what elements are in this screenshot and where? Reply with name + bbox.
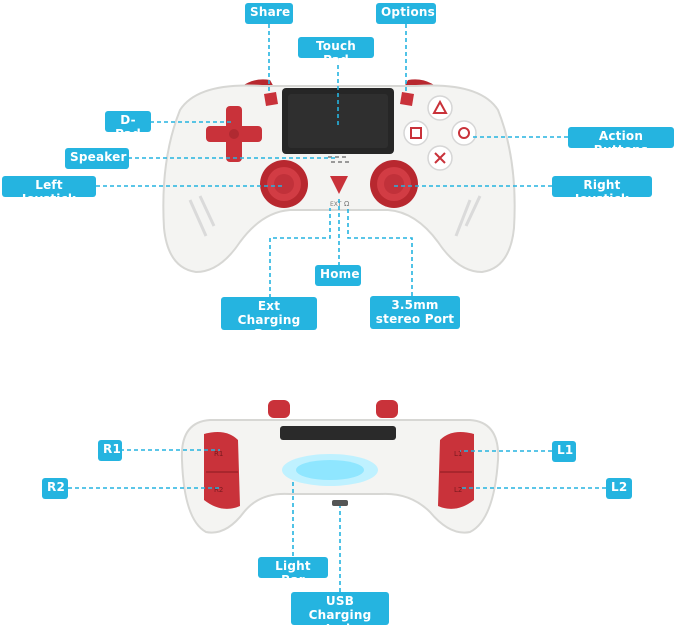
speaker-grille xyxy=(328,156,349,163)
l-triggers xyxy=(438,432,474,509)
options-button xyxy=(400,92,414,106)
controller-front-view: EXT Ω xyxy=(162,79,516,274)
home-button xyxy=(330,176,348,194)
r2-marking: R2 xyxy=(214,486,223,494)
right-joystick xyxy=(370,160,418,208)
label-r1: R1 xyxy=(98,440,122,461)
r-triggers xyxy=(204,432,240,509)
share-button xyxy=(264,92,278,106)
label-l2: L2 xyxy=(606,478,632,499)
label-action-buttons: Action Buttons xyxy=(568,127,674,157)
label-light-bar: Light Bar xyxy=(258,557,328,587)
r1-marking: R1 xyxy=(214,450,223,458)
grip-texture xyxy=(188,195,482,237)
d-pad xyxy=(206,106,262,162)
leader-lines xyxy=(68,24,606,592)
back-left-stick-top xyxy=(268,400,290,418)
controller-back-view: R1 R2 L1 L2 xyxy=(180,400,500,534)
label-stereo-port: 3.5mm stereo Port xyxy=(370,296,460,329)
label-l1: L1 xyxy=(552,441,576,462)
label-touch-pad: Touch Pad xyxy=(298,37,374,67)
headset-marking: Ω xyxy=(344,200,350,208)
label-left-joystick: Left Joystick xyxy=(2,176,96,206)
l1-marking: L1 xyxy=(454,450,462,458)
label-ext-charging-port: Ext Charging Port xyxy=(221,297,317,341)
label-share: Share xyxy=(245,3,293,24)
l2-marking: L2 xyxy=(454,486,462,494)
usb-port xyxy=(332,500,348,506)
label-r2: R2 xyxy=(42,478,68,499)
ext-marking: EXT xyxy=(330,201,342,208)
light-bar xyxy=(296,460,364,480)
label-options: Options xyxy=(376,3,436,24)
label-speaker: Speaker xyxy=(65,148,129,169)
top-slot xyxy=(280,426,396,440)
label-home: Home xyxy=(315,265,361,286)
left-joystick xyxy=(260,160,308,208)
back-right-stick-top xyxy=(376,400,398,418)
label-usb-charging-jack: USB Charging Jack xyxy=(291,592,389,636)
label-d-pad: D-Pad xyxy=(105,111,151,141)
action-buttons xyxy=(403,95,477,171)
label-right-joystick: Right Joystick xyxy=(552,176,652,206)
